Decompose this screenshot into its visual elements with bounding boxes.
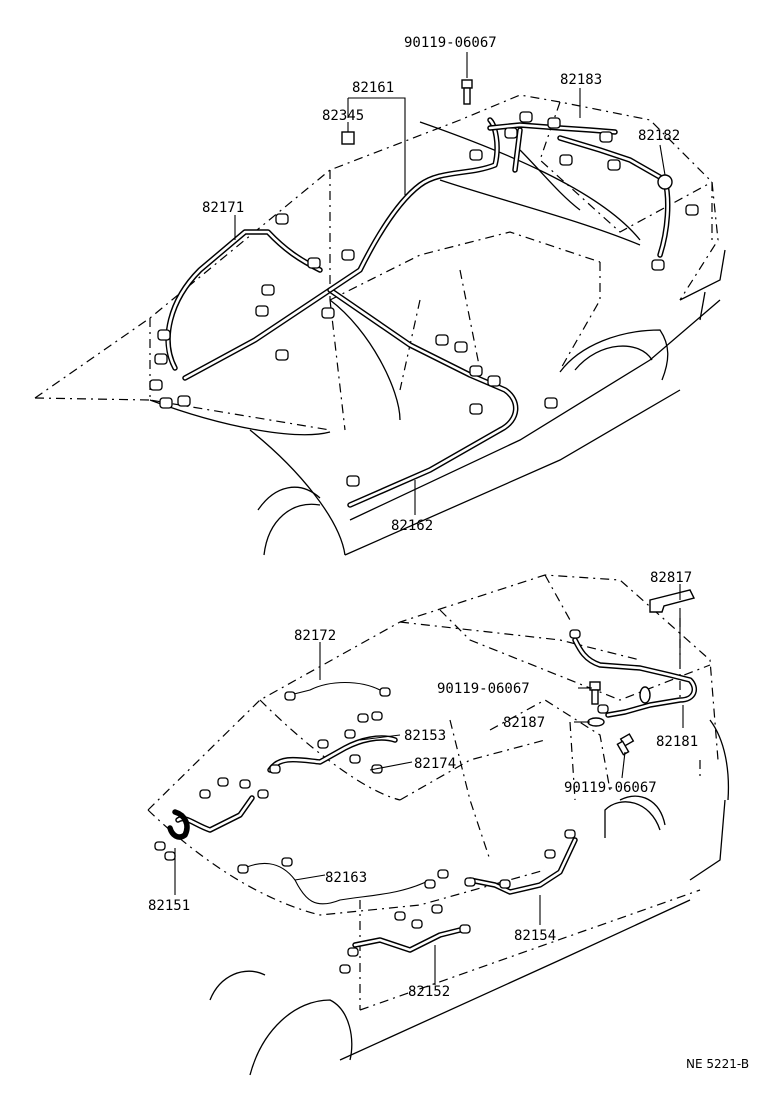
- leader-lines-top: [234, 52, 666, 515]
- label-82817: 82817: [650, 570, 692, 586]
- bolt-icon: [461, 79, 473, 105]
- label-82152: 82152: [408, 984, 450, 1000]
- bolt-mid-icon: [589, 681, 601, 705]
- label-82182: 82182: [638, 128, 680, 144]
- speaker-82151-icon: [167, 809, 190, 840]
- label-82171: 82171: [202, 200, 244, 216]
- connector-group-top: [149, 111, 699, 487]
- label-82154: 82154: [514, 928, 556, 944]
- label-bolt-low: 90119-06067: [564, 780, 657, 796]
- grommet-82181-icon: [639, 686, 651, 704]
- label-82151: 82151: [148, 898, 190, 914]
- label-82162: 82162: [391, 518, 433, 534]
- label-top-bolt: 90119-06067: [404, 35, 497, 51]
- bolt-low-icon: [616, 733, 635, 756]
- bottom-car-view: 82817 82172 90119-06067 82187 82153 8218…: [147, 570, 730, 1076]
- label-82187: 82187: [503, 715, 545, 731]
- label-82163: 82163: [325, 870, 367, 886]
- clamp-82187-icon: [587, 717, 605, 727]
- label-bolt-mid: 90119-06067: [437, 681, 530, 697]
- figure-code: NE 5221-B: [686, 1057, 749, 1071]
- leader-lines-bottom: [174, 584, 684, 985]
- label-82161: 82161: [352, 80, 394, 96]
- top-car-view: 90119-06067 82161 82345 82183 82182 8217…: [34, 35, 726, 556]
- label-82181: 82181: [656, 734, 698, 750]
- label-82174: 82174: [414, 756, 456, 772]
- bracket-82817-icon: [649, 589, 696, 613]
- connector-group-bottom: [154, 629, 609, 974]
- label-82345: 82345: [322, 108, 364, 124]
- clamp-82345-icon: [341, 131, 355, 145]
- label-82172: 82172: [294, 628, 336, 644]
- label-82183: 82183: [560, 72, 602, 88]
- label-82153: 82153: [404, 728, 446, 744]
- grommet-82182-icon: [657, 174, 673, 190]
